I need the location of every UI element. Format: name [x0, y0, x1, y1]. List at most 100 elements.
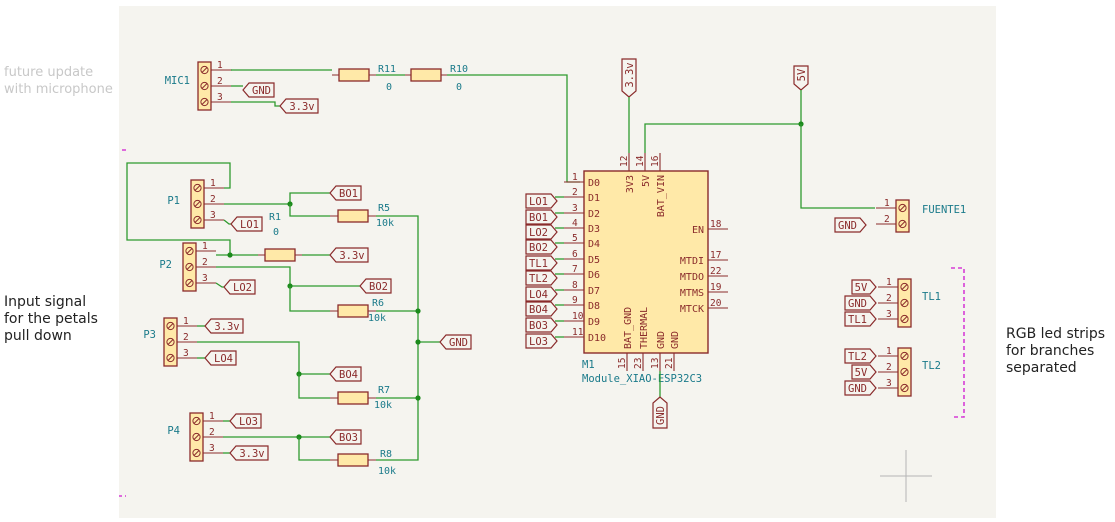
module-pin-name: EN [692, 225, 704, 236]
p1-pin-number: 3 [210, 210, 216, 221]
label-tl2-gnd-shape [844, 380, 877, 396]
r6-value: 10k [368, 313, 386, 324]
p4-screw-1 [192, 416, 201, 426]
module-pin-number: 12 [619, 156, 630, 167]
p2-pin-number: 1 [202, 241, 208, 252]
label-module-bo3-shape [525, 317, 558, 333]
module-pin-number: 8 [572, 280, 578, 291]
p2-screw-slot [186, 264, 193, 270]
p2-screw-3 [185, 278, 194, 288]
label-module-bo3: BO3 [529, 320, 548, 332]
label-p4-lo3-shape [229, 413, 262, 429]
module-pin-number: 16 [650, 155, 661, 167]
label-module-lo4-shape [525, 286, 558, 302]
label-mic-gnd: GND [252, 85, 271, 97]
label-tl2-gnd: GND [848, 383, 867, 395]
label-5v-supply-shape [793, 65, 809, 91]
tl2-pin-number: 2 [886, 362, 892, 373]
label-p3-33v: 3.3v [214, 321, 239, 333]
r1-body [264, 248, 296, 262]
label-module-gnd-shape [652, 396, 668, 429]
r5-value: 10k [376, 218, 394, 229]
module-pin-number: 11 [572, 327, 584, 338]
label-module-bo4-shape [525, 301, 558, 317]
label-tl2-tl2-shape [844, 348, 877, 364]
label-p2-lo2-shape [223, 279, 256, 295]
junction-dot [415, 308, 421, 314]
p4-screw-3 [192, 448, 201, 458]
p3-screw-2 [166, 337, 175, 347]
r5-body [337, 209, 369, 223]
mic1-pin-number: 3 [217, 92, 223, 103]
note-future-update: future update with microphone [4, 65, 113, 97]
p3-screw-slot [167, 339, 174, 345]
r8-body [337, 453, 369, 467]
p4-ref: P4 [167, 425, 180, 437]
label-p4-33v-shape [229, 445, 269, 461]
p3-ref: P3 [143, 329, 156, 341]
junction-dot [227, 252, 233, 258]
junction-dot [415, 339, 421, 345]
p3-pin-number: 2 [183, 332, 189, 343]
p3-screw-slot [167, 323, 174, 329]
label-p1-bo1: BO1 [339, 188, 358, 200]
junction-dot [415, 395, 421, 401]
module-pin-number: 19 [710, 282, 722, 293]
label-p4-bo3: BO3 [339, 432, 358, 444]
r7-value: 10k [374, 400, 392, 411]
label-tl1-tl1-shape [844, 311, 877, 327]
wire-p1-r5 [289, 204, 330, 217]
p1-pin-number: 2 [210, 194, 216, 205]
module-pin-number: 7 [572, 264, 578, 275]
label-module-tl1: TL1 [529, 258, 548, 270]
tl2-screw-2 [900, 367, 909, 377]
label-p1-bo1-shape [329, 185, 362, 201]
module-pin-name: D5 [588, 255, 600, 266]
wire-mic-33 [231, 101, 280, 107]
label-p2-33v: 3.3v [339, 250, 364, 262]
wire [223, 219, 231, 225]
label-module-33v: 3.3v [624, 62, 636, 87]
label-5v-supply: 5V [796, 68, 808, 81]
label-module-lo4: LO4 [529, 289, 548, 301]
tl2-screw-1 [900, 351, 909, 361]
label-module-lo3: LO3 [529, 336, 548, 348]
fuente1-pin-number: 2 [884, 214, 890, 225]
module-pin-name: D0 [588, 178, 600, 189]
label-module-bo1-shape [525, 209, 558, 225]
module-pin-name: BAT_GND [623, 307, 634, 349]
note-input-signal: Input signal for the petals pull down [4, 294, 98, 344]
label-mic-33v-shape [279, 98, 319, 114]
mic1-screw-slot [201, 99, 208, 105]
r10-body [410, 68, 442, 82]
module-pin-name: D7 [588, 286, 600, 297]
r1-ref: R1 [269, 212, 281, 223]
fuente1-screw-1 [898, 203, 907, 213]
module-pin-number: 14 [635, 155, 646, 167]
module-pin-name: D9 [588, 317, 600, 328]
module-pin-number: 21 [664, 357, 675, 369]
r5-ref: R5 [378, 203, 390, 214]
note-rgb-strips: RGB led strips for branches separated [1006, 326, 1106, 376]
module-pin-name: D3 [588, 224, 600, 235]
module-pin-name: BAT_VIN [656, 175, 667, 217]
p4-screw-slot [193, 434, 200, 440]
module-pin-name: MTDI [680, 256, 704, 267]
label-tl1-gnd-shape [844, 295, 877, 311]
schematic-canvas: 123MIC1R110R100GND3.3v123P1BO1R510kLO1R1… [119, 58, 966, 502]
module-pin-name: THERMAL [639, 307, 650, 349]
p3-screw-3 [166, 353, 175, 363]
label-p2-lo2: LO2 [233, 282, 252, 294]
label-module-bo2-shape [525, 239, 558, 255]
module-m1-body [583, 170, 709, 354]
p2-screw-slot [186, 280, 193, 286]
label-p2-bo2: BO2 [369, 281, 388, 293]
module-pin-number: 23 [633, 358, 644, 369]
label-p3-bo4: BO4 [339, 369, 358, 381]
label-p4-bo3-shape [329, 429, 362, 445]
module-pin-name: D10 [588, 333, 606, 344]
module-pin-number: 13 [650, 358, 661, 369]
p4-pin-number: 1 [209, 411, 215, 422]
label-module-lo3-shape [525, 333, 558, 349]
tl2-ref: TL2 [922, 360, 941, 372]
